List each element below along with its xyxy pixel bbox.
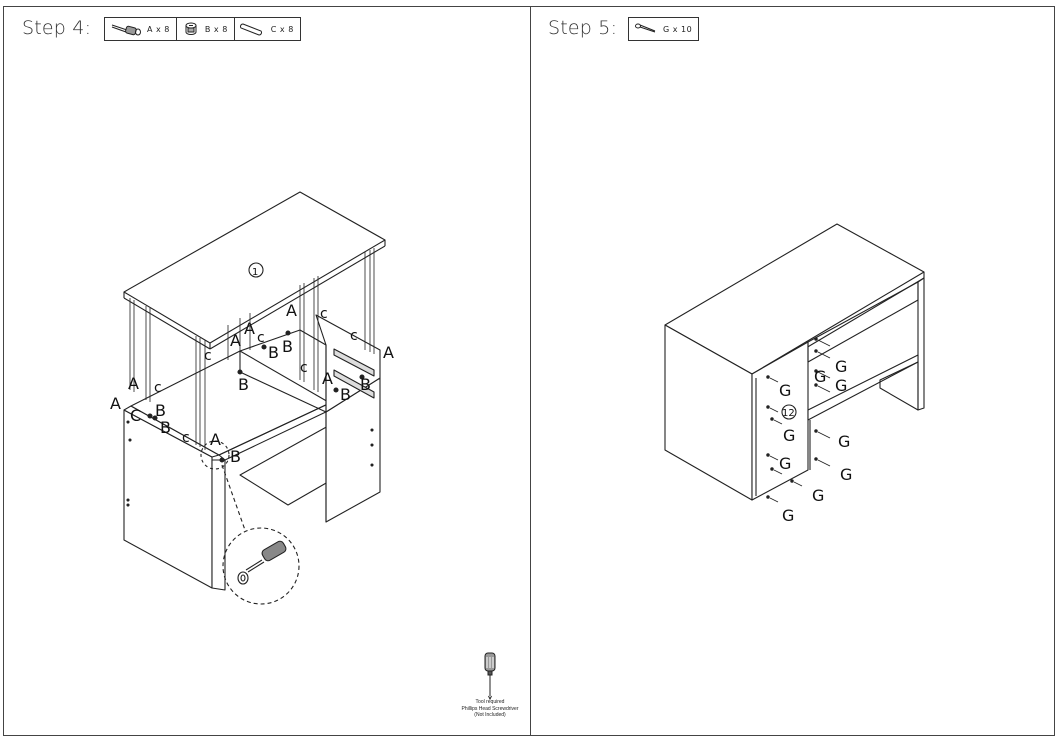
- cam-bolt-icon: [111, 24, 141, 36]
- svg-text:c: c: [300, 360, 308, 376]
- svg-text:G: G: [835, 376, 847, 395]
- svg-text:A: A: [286, 301, 297, 320]
- part-c-qty: C x 8: [270, 24, 294, 34]
- tool-required-note: Tool required Phillips Head Screwdriver …: [452, 699, 528, 719]
- wooden-dowel-icon: [239, 23, 262, 36]
- step5-part-labels: G G G G G G G G G G: [779, 357, 852, 525]
- part-a-qty: A x 8: [147, 24, 170, 34]
- step4-title: Step 4:: [22, 17, 92, 39]
- svg-text:G: G: [782, 506, 794, 525]
- svg-text:A: A: [230, 331, 241, 350]
- panel-number-12: 12: [782, 408, 795, 419]
- screw-icon: [635, 23, 656, 33]
- panel-number-1: 1: [252, 267, 258, 278]
- svg-text:G: G: [838, 432, 850, 451]
- svg-text:B: B: [340, 385, 351, 404]
- step5-title: Step 5:: [548, 17, 618, 39]
- svg-text:c: c: [257, 330, 265, 346]
- drawer-rail: [333, 369, 375, 399]
- svg-text:c: c: [182, 430, 190, 446]
- svg-text:A: A: [383, 343, 394, 362]
- part-g-qty: G x 10: [663, 24, 693, 34]
- svg-text:G: G: [840, 465, 852, 484]
- panel-number-marker: [781, 404, 797, 420]
- svg-text:c: c: [154, 380, 162, 396]
- drawer-rail: [333, 348, 375, 377]
- svg-text:c: c: [204, 348, 212, 364]
- svg-text:B: B: [238, 375, 249, 394]
- svg-text:C: C: [130, 406, 141, 425]
- svg-text:c: c: [320, 306, 328, 322]
- svg-text:A: A: [244, 319, 255, 338]
- svg-text:G: G: [812, 486, 824, 505]
- svg-text:A: A: [128, 374, 139, 393]
- part-a: A x 8: [105, 18, 177, 40]
- svg-text:G: G: [814, 367, 826, 386]
- part-c: C x 8: [235, 18, 300, 40]
- tool-note-line2: Phillips Head Screwdriver: [461, 705, 519, 712]
- detail-callout-circle: [222, 527, 300, 605]
- step4-part-labels: A c A c A c A B B c c A B B B A c A C B …: [110, 301, 394, 466]
- part-g: G x 10: [629, 18, 698, 40]
- svg-text:B: B: [360, 375, 371, 394]
- svg-text:A: A: [110, 394, 121, 413]
- screwdriver-icon: [484, 652, 496, 701]
- svg-text:B: B: [155, 401, 166, 420]
- part-b-qty: B x 8: [204, 24, 228, 34]
- step5-parts-box: G x 10: [628, 17, 700, 41]
- drawer-front-panel: [751, 341, 809, 501]
- tool-note-line3: (Not Included): [474, 712, 506, 718]
- tool-note-line1: Tool required: [475, 699, 505, 705]
- svg-text:G: G: [779, 454, 791, 473]
- panel-number-marker: [248, 262, 264, 278]
- step4-parts-box: A x 8 B x 8 C x 8: [104, 17, 301, 41]
- step4-assembly-diagram: 1 A c A c A c A B B c c A B B B A c A C …: [110, 191, 394, 605]
- cam-lock-icon: [185, 22, 197, 35]
- svg-text:B: B: [282, 337, 293, 356]
- svg-text:G: G: [779, 381, 791, 400]
- page-frame: [3, 6, 1055, 736]
- svg-text:G: G: [783, 426, 795, 445]
- part-b: B x 8: [177, 18, 235, 40]
- svg-text:B: B: [160, 418, 171, 437]
- svg-text:A: A: [322, 369, 333, 388]
- svg-text:A: A: [210, 430, 221, 449]
- svg-text:G: G: [835, 357, 847, 376]
- svg-text:c: c: [350, 328, 358, 344]
- screwdriver-detail: [237, 540, 287, 585]
- svg-text:B: B: [268, 343, 279, 362]
- svg-text:B: B: [230, 447, 241, 466]
- step-divider: [530, 6, 531, 736]
